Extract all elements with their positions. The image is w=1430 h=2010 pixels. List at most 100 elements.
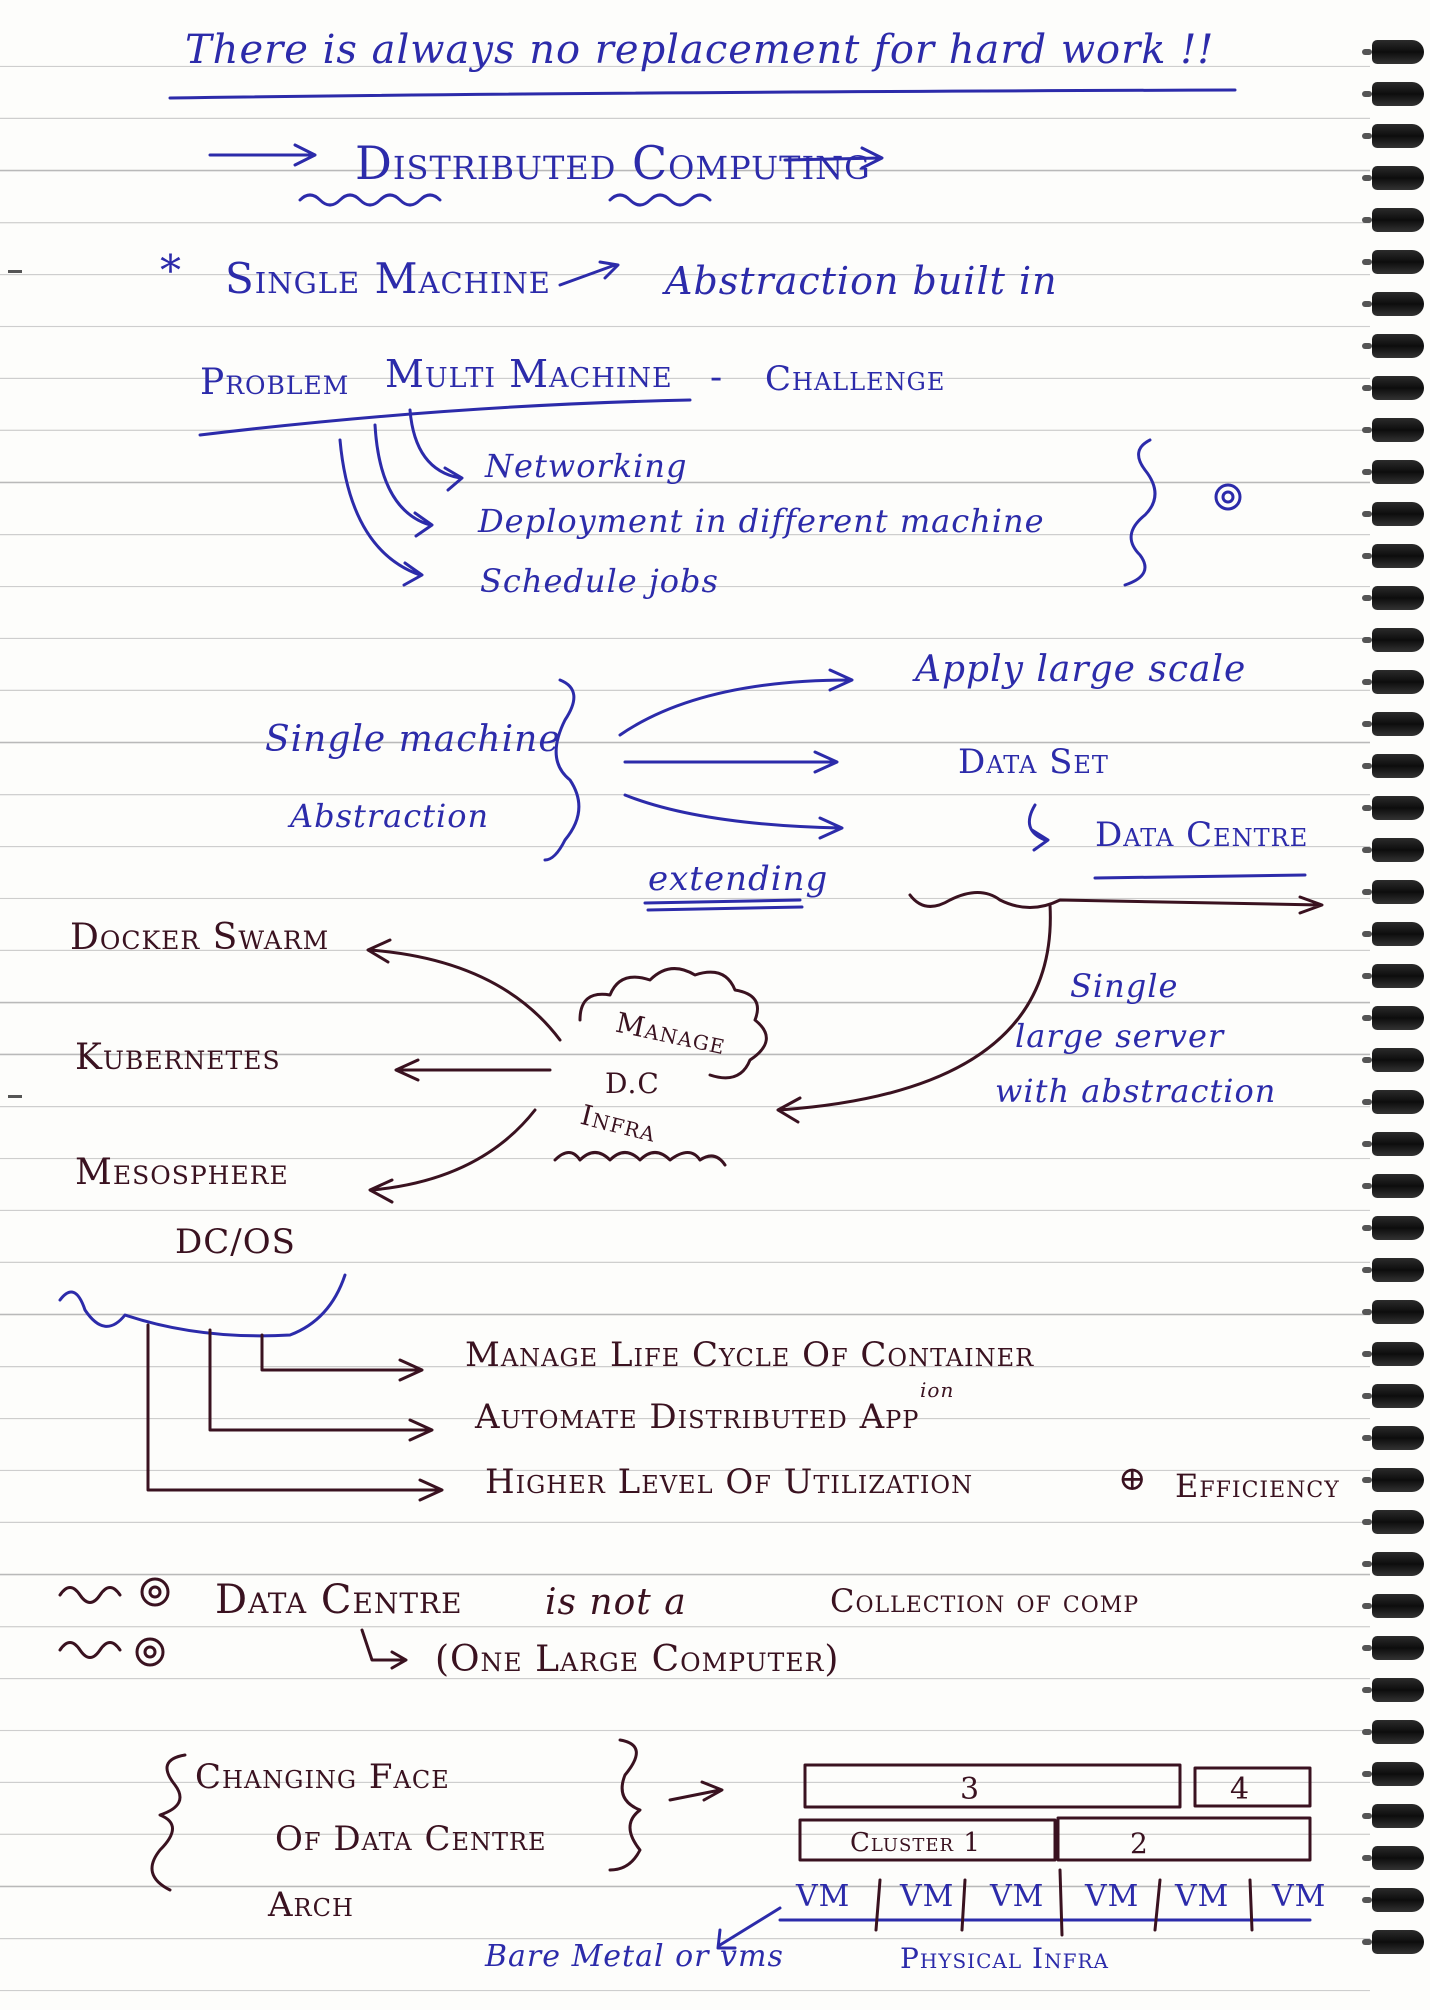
spiral-coil xyxy=(1362,964,1424,988)
spiral-coil xyxy=(1362,334,1424,358)
spiral-coil xyxy=(1362,1888,1424,1912)
spiral-coil xyxy=(1362,838,1424,862)
ion-note: ion xyxy=(920,1378,955,1402)
spiral-coil xyxy=(1362,1258,1424,1282)
spiral-coil xyxy=(1362,1762,1424,1786)
problem-label: Problem xyxy=(200,362,350,403)
is-not-a-label: is not a xyxy=(545,1582,687,1623)
target-apply-large-scale: Apply large scale xyxy=(915,649,1247,690)
capability-item: Higher Level Of Utilization xyxy=(485,1462,974,1502)
spiral-coil xyxy=(1362,880,1424,904)
single-server-line: large server xyxy=(1015,1017,1225,1055)
bullet-star: * xyxy=(160,246,182,295)
spiral-coil xyxy=(1362,1846,1424,1870)
spiral-coil xyxy=(1362,1930,1424,1954)
spiral-coil xyxy=(1362,796,1424,820)
box-4-label: 4 xyxy=(1230,1772,1251,1807)
spiral-coil xyxy=(1362,670,1424,694)
dash-symbol: - xyxy=(710,357,724,398)
spiral-coil xyxy=(1362,292,1424,316)
abstraction-text: Abstraction xyxy=(290,797,490,835)
cloud-text: D.C xyxy=(605,1067,660,1100)
challenge-item: Schedule jobs xyxy=(480,562,719,600)
spiral-coil xyxy=(1362,1090,1424,1114)
data-centre-label: Data Centre xyxy=(215,1577,463,1623)
multi-machine-label: Multi Machine xyxy=(385,352,673,396)
vm-cell: VM xyxy=(900,1879,955,1914)
spiral-coil xyxy=(1362,628,1424,652)
single-machine-text: Single machine xyxy=(265,719,561,760)
plus-symbol: ⊕ xyxy=(1118,1459,1148,1499)
spiral-coil xyxy=(1362,82,1424,106)
single-machine-label: Single Machine xyxy=(225,254,551,303)
margin-mark xyxy=(8,270,22,273)
capability-item: Automate Distributed App xyxy=(475,1397,920,1437)
changing-face-line: Arch xyxy=(268,1885,354,1925)
spiral-coil xyxy=(1362,250,1424,274)
margin-mark xyxy=(8,1095,22,1098)
spiral-binding xyxy=(1362,40,1430,1990)
spiral-coil xyxy=(1362,1636,1424,1660)
tool-docker-swarm: Docker Swarm xyxy=(70,917,330,958)
spiral-coil xyxy=(1362,502,1424,526)
spiral-coil xyxy=(1362,586,1424,610)
motto-text: There is always no replacement for hard … xyxy=(185,27,1215,73)
spiral-coil xyxy=(1362,376,1424,400)
spiral-coil xyxy=(1362,754,1424,778)
spiral-coil xyxy=(1362,922,1424,946)
spiral-coil xyxy=(1362,712,1424,736)
vm-cell: VM xyxy=(1175,1879,1230,1914)
abstraction-built-in-label: Abstraction built in xyxy=(665,259,1058,303)
bare-metal-label: Bare Metal or vms xyxy=(485,1939,784,1974)
extending-label: extending xyxy=(648,859,829,899)
changing-face-line: Of Data Centre xyxy=(275,1819,547,1859)
spiral-coil xyxy=(1362,460,1424,484)
challenge-label: Challenge xyxy=(765,359,946,399)
spiral-coil xyxy=(1362,1342,1424,1366)
single-server-line: with abstraction xyxy=(995,1072,1277,1110)
target-data-centre: Data Centre xyxy=(1095,815,1309,855)
vm-cell: VM xyxy=(796,1879,851,1914)
spiral-coil xyxy=(1362,1384,1424,1408)
box-2-label: 2 xyxy=(1130,1827,1149,1860)
spiral-coil xyxy=(1362,1804,1424,1828)
changing-face-line: Changing Face xyxy=(195,1757,450,1797)
spiral-coil xyxy=(1362,166,1424,190)
capability-item: Manage Life Cycle Of Container xyxy=(465,1335,1035,1375)
physical-infra-label: Physical Infra xyxy=(900,1942,1109,1975)
capability-item: Efficiency xyxy=(1175,1467,1340,1505)
spiral-coil xyxy=(1362,1216,1424,1240)
challenge-item: Deployment in different machine xyxy=(478,502,1045,540)
tool-dcos: DC/OS xyxy=(175,1222,296,1262)
spiral-coil xyxy=(1362,40,1424,64)
vm-cell: VM xyxy=(1272,1879,1327,1914)
single-server-line: Single xyxy=(1070,967,1179,1005)
spiral-coil xyxy=(1362,1510,1424,1534)
vm-cell: VM xyxy=(990,1879,1045,1914)
spiral-coil xyxy=(1362,208,1424,232)
spiral-coil xyxy=(1362,1006,1424,1030)
spiral-coil xyxy=(1362,1468,1424,1492)
page-title: Distributed Computing xyxy=(355,136,871,190)
spiral-coil xyxy=(1362,1048,1424,1072)
challenge-item: Networking xyxy=(485,447,688,485)
spiral-coil xyxy=(1362,544,1424,568)
one-large-computer-label: (One Large Computer) xyxy=(435,1639,840,1680)
spiral-coil xyxy=(1362,1720,1424,1744)
tool-mesosphere: Mesosphere xyxy=(75,1152,289,1193)
spiral-coil xyxy=(1362,1552,1424,1576)
collection-of-comp-label: Collection of comp xyxy=(830,1582,1140,1620)
spiral-coil xyxy=(1362,1678,1424,1702)
spiral-coil xyxy=(1362,1132,1424,1156)
spiral-coil xyxy=(1362,1594,1424,1618)
cluster-label: Cluster 1 xyxy=(850,1828,981,1858)
spiral-coil xyxy=(1362,1300,1424,1324)
tool-kubernetes: Kubernetes xyxy=(75,1037,281,1078)
box-3-label: 3 xyxy=(960,1772,981,1807)
target-data-set: Data Set xyxy=(958,742,1109,782)
spiral-coil xyxy=(1362,1174,1424,1198)
spiral-coil xyxy=(1362,124,1424,148)
spiral-coil xyxy=(1362,418,1424,442)
spiral-coil xyxy=(1362,1426,1424,1450)
